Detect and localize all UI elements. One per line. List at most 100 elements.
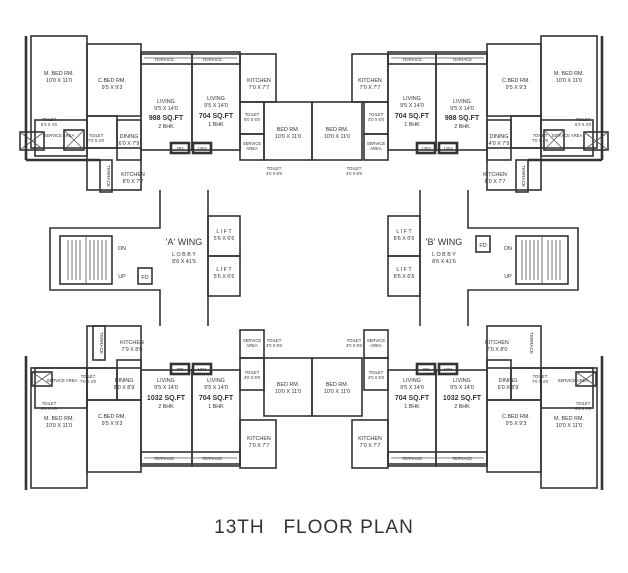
room-label: M. BED RM. [44,71,74,77]
a-wing-core [49,190,241,326]
room-label: TOILET [245,112,260,117]
unit-type: 2 BHK [158,404,174,410]
room-label: AREA [246,146,258,151]
room-label: KITCHEN [120,340,144,346]
room-label: AREA [246,343,258,348]
stair-a [67,240,107,280]
lift-size: 5'6 X 6'6 [214,274,235,280]
wing-a-name: 'A' WING [166,237,202,247]
room-size: 8'0 X 8'9 [114,385,135,391]
room-label: SERVICE [367,141,386,146]
room-label: LIVING [453,99,471,105]
room-size: 10'0 X 11'0 [275,134,301,140]
room-label: C.BED RM. [98,78,126,84]
room-label: DINING [115,378,134,384]
room-label: TOILET [576,401,591,406]
room-label: LIVING [157,99,175,105]
unit-area: 704 SQ.FT [199,113,234,120]
terrace-label: TERRACE [154,456,174,461]
b-wing-core [387,190,579,326]
terrace-label: TERRACE [402,57,422,62]
room-label: SERVICE AREA [558,378,589,383]
unit-type: 2 BHK [158,124,174,130]
unit-area: 704 SQ.FT [395,395,430,402]
room-size: 9'5 X 14'0 [400,385,424,391]
room-size: 9'5 X 14'0 [154,385,178,391]
room-size: 8'0 X 7'7 [485,179,506,185]
room-label: LIVING [403,378,421,384]
room-label: M. BED RM. [554,71,584,77]
room-label: SERVICE AREA [44,133,75,138]
lift-size: 5'6 X 6'6 [214,236,235,242]
room-label: DINING [490,134,509,140]
room-size: 6'3 X 4'0 [575,122,592,127]
lobby-label: L O B B Y [432,252,456,258]
room-size: 10'0 X 11'0 [324,389,350,395]
unit-area: 704 SQ.FT [199,395,234,402]
wing-b-name: 'B' WING [426,237,462,247]
unit-type: 2 BHK [454,404,470,410]
terrace-label: TERRACE [106,165,111,187]
room-label: LIVING [403,96,421,102]
terrace-label: TERRACE [402,456,422,461]
room-size: 7'0 X 8'0 [487,347,508,353]
terrace-label: TERRACE [202,57,222,62]
room-label: LIVING [453,378,471,384]
room-size: 7'0 X 4'0 [80,379,97,384]
room-label: SERVICE AREA [552,133,583,138]
room-label: KITCHEN [121,172,145,178]
unit-area: 1032 SQ.FT [443,395,482,402]
terrace-label: TERRACE [452,57,472,62]
wing-b-labels: 'B' WING L O B B Y 8'6 X 41'6 L I F T 8'… [394,229,512,280]
room-label: C.BED RM. [98,414,126,420]
stair-dn: DN [118,246,126,252]
room-size: 7'0 X 4'0 [532,138,549,143]
unit-nw-labels: M. BED RM. 10'0 X 11'0 C.BED RM. 9'5 X 9… [41,57,301,187]
room-size: 6'0 X 7'9 [119,141,140,147]
door-number: 1304 [197,146,207,151]
room-size: 7'0 X 4'0 [88,138,105,143]
room-label: TOILET [267,166,282,171]
terrace-label: TERRACE [529,332,534,354]
stair-up: UP [118,274,126,280]
lift-label: L I F T [216,267,232,273]
door-number: 1301 [197,367,207,372]
room-size: 6'3 X 4'0 [41,406,58,411]
door-number: 1303 [421,146,431,151]
room-label: SERVICE [243,338,262,343]
room-label: SERVICE [367,338,386,343]
room-label: TOILET [533,133,548,138]
room-label: KITCHEN [247,436,271,442]
room-label: TOILET [267,338,282,343]
unit-area: 988 SQ.FT [445,115,480,122]
room-label: SERVICE [243,141,262,146]
room-label: LIVING [157,378,175,384]
terrace-label: TERRACE [99,332,104,354]
room-label: M. BED RM. [44,416,74,422]
room-label: TOILET [81,374,96,379]
lobby-size: 8'6 X 41'6 [432,259,456,265]
room-label: DINING [120,134,139,140]
room-size: 9'5 X 14'0 [400,103,424,109]
lift-label: L I F T [396,267,412,273]
room-size: 8'0 X 7'7 [123,179,144,185]
room-size: 4'0 X 6'0 [346,171,363,176]
unit-sw-labels: M. BED RM. 10'0 X 11'0 C.BED RM. 9'5 X 9… [41,332,301,461]
terrace-label: TERRACE [521,165,526,187]
lift-size: 8'6 X 6'6 [394,236,415,242]
room-size: 6'0 X 8'9 [498,385,519,391]
room-size: 9'5 X 9'3 [102,85,123,91]
fire-duct: FD [479,243,486,249]
unit-block-ne [351,35,609,193]
unit-type: 1 BHK [208,404,224,410]
unit-ne-labels: M. BED RM. 10'0 X 11'0 C.BED RM. 9'5 X 9… [324,57,592,187]
room-size: 9'5 X 9'3 [506,85,527,91]
room-size: 10'0 X 11'0 [46,423,72,429]
room-size: 7'0 X 7'7 [249,443,270,449]
room-label: C.BED RM. [502,78,530,84]
room-size: 4'0 X 7'9 [489,141,510,147]
room-size: 10'0 X 11'0 [556,423,582,429]
room-size: 7'0 X 7'7 [360,85,381,91]
room-label: TOILET [576,117,591,122]
stair-dn: DN [504,246,512,252]
